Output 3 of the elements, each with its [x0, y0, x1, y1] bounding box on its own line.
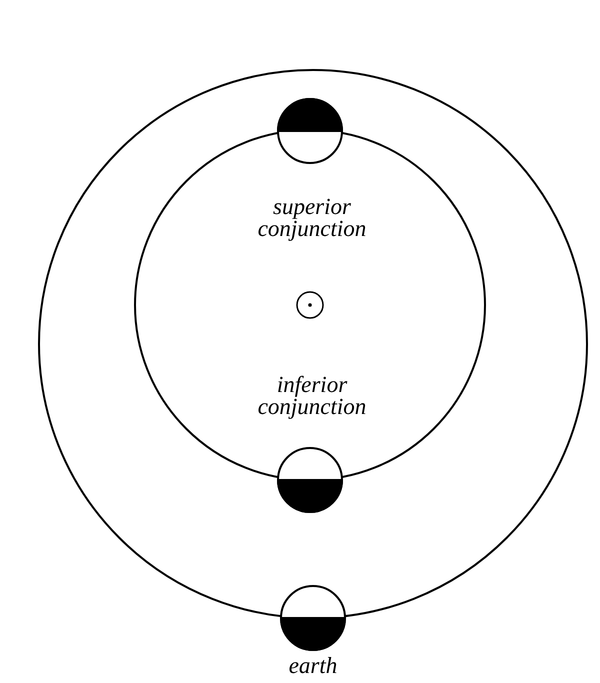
position-label: inferior conjunction — [256, 374, 368, 418]
planet-label: earth — [288, 655, 338, 677]
position-label: superior conjunction — [256, 196, 368, 240]
